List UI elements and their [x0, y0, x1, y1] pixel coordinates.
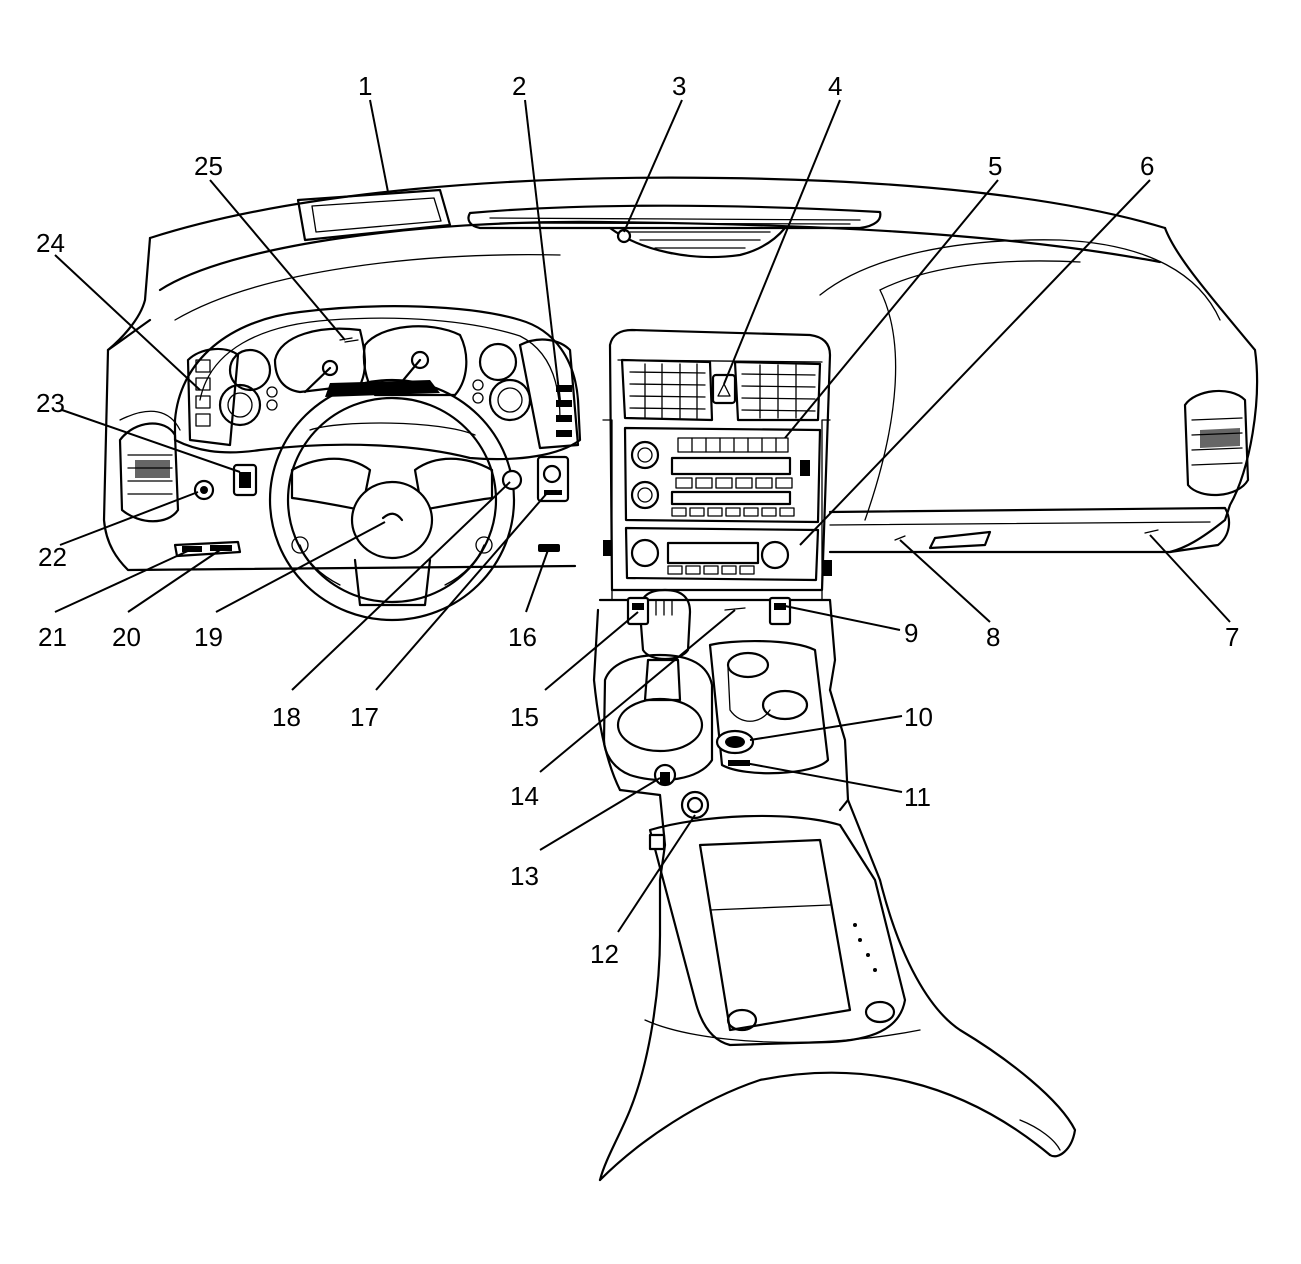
callout-8: 8	[986, 622, 1000, 652]
callout-18: 18	[272, 702, 301, 732]
leader-11	[744, 762, 903, 793]
callout-16: 16	[508, 622, 537, 652]
callout-10: 10	[904, 702, 933, 732]
leader-22	[59, 491, 199, 546]
callout-7: 7	[1225, 622, 1239, 652]
hud-window	[296, 188, 452, 242]
mirror-switch	[536, 455, 570, 503]
trunk-release-switch	[538, 544, 560, 552]
steering-wheel	[268, 378, 516, 622]
callout-6: 6	[1140, 151, 1154, 181]
leader-15	[544, 611, 639, 691]
leader-18	[291, 481, 511, 691]
dashboard-shell	[102, 176, 1259, 572]
callout-24: 24	[36, 228, 65, 258]
leader-12	[617, 814, 696, 933]
left-air-vent	[118, 422, 180, 523]
glovebox	[894, 529, 1159, 550]
defroster-grille	[467, 204, 882, 259]
leader-10	[749, 715, 903, 741]
leader-6	[799, 179, 1151, 546]
callout-11: 11	[904, 782, 931, 812]
leader-17	[375, 491, 549, 691]
leader-21	[54, 549, 191, 613]
callout-1: 1	[358, 71, 372, 101]
leader-25	[209, 179, 346, 341]
callout-4: 4	[828, 71, 842, 101]
callout-19: 19	[194, 622, 223, 652]
callout-22: 22	[38, 542, 67, 572]
callout-9: 9	[904, 618, 918, 648]
leader-4	[723, 99, 841, 385]
center-console	[592, 588, 1077, 1182]
leader-lines	[54, 99, 1231, 933]
leader-14	[539, 609, 736, 773]
right-air-vent	[1183, 389, 1250, 497]
leader-9	[784, 605, 901, 631]
leader-8	[899, 539, 991, 623]
right-switch-panel	[518, 338, 580, 450]
leader-2	[524, 99, 561, 401]
leader-5	[784, 179, 999, 439]
callout-17: 17	[350, 702, 379, 732]
leader-1	[369, 99, 389, 193]
center-stack	[602, 328, 832, 601]
callout-15: 15	[510, 702, 539, 732]
callout-23: 23	[36, 388, 65, 418]
instrument-cluster	[173, 305, 582, 461]
callout-3: 3	[672, 71, 686, 101]
callout-2: 2	[512, 71, 526, 101]
callout-25: 25	[194, 151, 223, 181]
leader-16	[525, 549, 549, 613]
leader-19	[215, 521, 386, 613]
callout-21: 21	[38, 622, 67, 652]
headlamp-switch	[232, 463, 258, 497]
callout-5: 5	[988, 151, 1002, 181]
callout-13: 13	[510, 861, 539, 891]
leader-23	[61, 409, 241, 473]
leader-3	[623, 99, 683, 233]
leader-7	[1149, 534, 1231, 623]
callout-20: 20	[112, 622, 141, 652]
leader-24	[54, 254, 201, 391]
leader-20	[127, 549, 221, 613]
callout-labels: 1 2 3 4 5 6 7 8 9 10 11 12 13 14 15 16 1…	[36, 71, 1239, 969]
left-switch-panel	[186, 347, 240, 447]
callout-12: 12	[590, 939, 619, 969]
callout-14: 14	[510, 781, 539, 811]
leader-13	[539, 777, 661, 851]
lower-left-switches	[173, 540, 242, 558]
